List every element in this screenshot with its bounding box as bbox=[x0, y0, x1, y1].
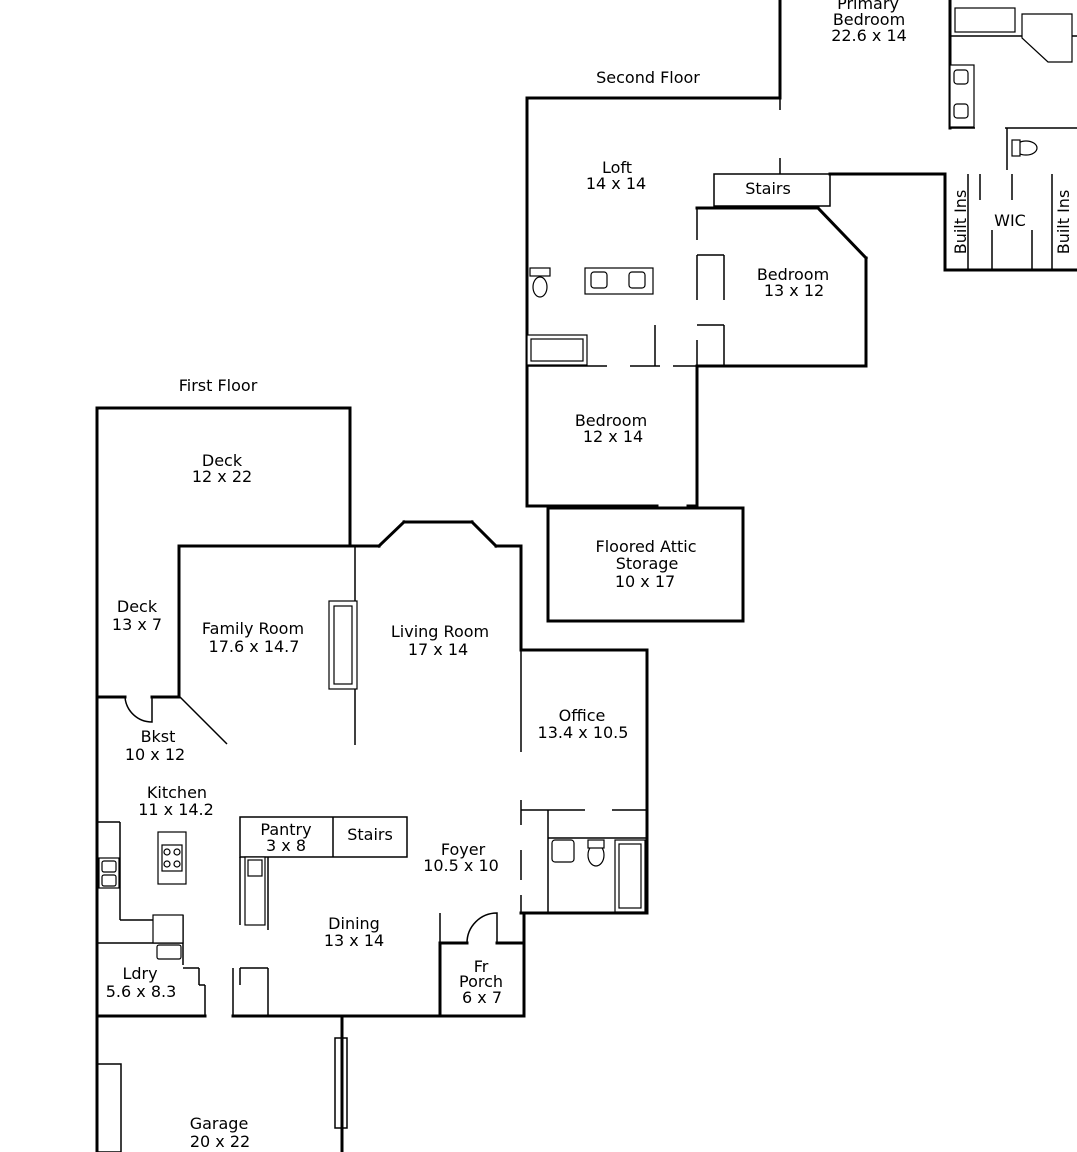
primary-bedroom-name-1: Primary bbox=[837, 0, 899, 13]
labels: Second Floor First Floor Primary Bedroom… bbox=[106, 0, 1073, 1151]
attic-dims: 10 x 17 bbox=[615, 572, 675, 591]
attic-name-2: Storage bbox=[616, 554, 679, 573]
porch-name-1: Fr bbox=[474, 957, 489, 976]
dining-dims: 13 x 14 bbox=[324, 931, 384, 950]
laundry-name: Ldry bbox=[122, 964, 157, 983]
bedroom-south-dims: 12 x 14 bbox=[583, 427, 643, 446]
loft-name: Loft bbox=[602, 158, 632, 177]
kitchen-dims: 11 x 14.2 bbox=[138, 800, 214, 819]
living-room-dims: 17 x 14 bbox=[408, 640, 468, 659]
pantry-name: Pantry bbox=[260, 820, 311, 839]
office-name: Office bbox=[559, 706, 606, 725]
family-room-name: Family Room bbox=[202, 619, 304, 638]
porch-dims: 6 x 7 bbox=[462, 988, 502, 1007]
porch-name-2: Porch bbox=[459, 972, 503, 991]
deck-small-name: Deck bbox=[117, 597, 158, 616]
kitchen-name: Kitchen bbox=[147, 783, 207, 802]
stairs-upper-label: Stairs bbox=[745, 179, 791, 198]
pantry-stairs-box bbox=[239, 816, 408, 858]
deck-small-dims: 13 x 7 bbox=[112, 615, 162, 634]
pantry-dims: 3 x 8 bbox=[266, 836, 306, 855]
built-ins-left-label: Built Ins bbox=[951, 190, 970, 255]
primary-bedroom-name-2: Bedroom bbox=[833, 10, 905, 29]
built-ins-right-label: Built Ins bbox=[1054, 190, 1073, 255]
floor-title-first: First Floor bbox=[179, 376, 258, 395]
bedroom-east-dims: 13 x 12 bbox=[764, 281, 824, 300]
deck-large-dims: 12 x 22 bbox=[192, 467, 252, 486]
garage-name: Garage bbox=[190, 1114, 249, 1133]
floor-title-second: Second Floor bbox=[596, 68, 700, 87]
family-room-dims: 17.6 x 14.7 bbox=[209, 637, 300, 656]
primary-bedroom-dims: 22.6 x 14 bbox=[831, 26, 907, 45]
attic-name-1: Floored Attic bbox=[596, 537, 697, 556]
bath-sink-icon bbox=[551, 839, 575, 863]
first-floor-walls bbox=[95, 406, 649, 1152]
bedroom-south-name: Bedroom bbox=[575, 411, 647, 430]
garage-dims: 20 x 22 bbox=[190, 1132, 250, 1151]
loft-dims: 14 x 14 bbox=[586, 174, 646, 193]
shower-tile-icon bbox=[954, 7, 1016, 33]
cooktop-icon bbox=[161, 844, 183, 872]
bkst-dims: 10 x 12 bbox=[125, 745, 185, 764]
corner-tub-icon bbox=[1021, 13, 1073, 63]
foyer-dims: 10.5 x 10 bbox=[423, 856, 499, 875]
second-floor-fixtures bbox=[526, 7, 1073, 366]
deck-large-name: Deck bbox=[202, 451, 243, 470]
laundry-dims: 5.6 x 8.3 bbox=[106, 982, 177, 1001]
bkst-name: Bkst bbox=[141, 727, 176, 746]
office-dims: 13.4 x 10.5 bbox=[538, 723, 629, 742]
second-floor-walls bbox=[525, 0, 1077, 623]
laundry-sink-icon bbox=[152, 914, 184, 944]
dining-name: Dining bbox=[328, 914, 380, 933]
garage-door-frame bbox=[334, 1037, 348, 1129]
bedroom-east-name: Bedroom bbox=[757, 265, 829, 284]
living-room-name: Living Room bbox=[391, 622, 489, 641]
wic-label: WIC bbox=[994, 211, 1026, 230]
foyer-name: Foyer bbox=[441, 840, 486, 859]
toilet-icon bbox=[532, 276, 548, 298]
stairs-lower-label: Stairs bbox=[347, 825, 393, 844]
